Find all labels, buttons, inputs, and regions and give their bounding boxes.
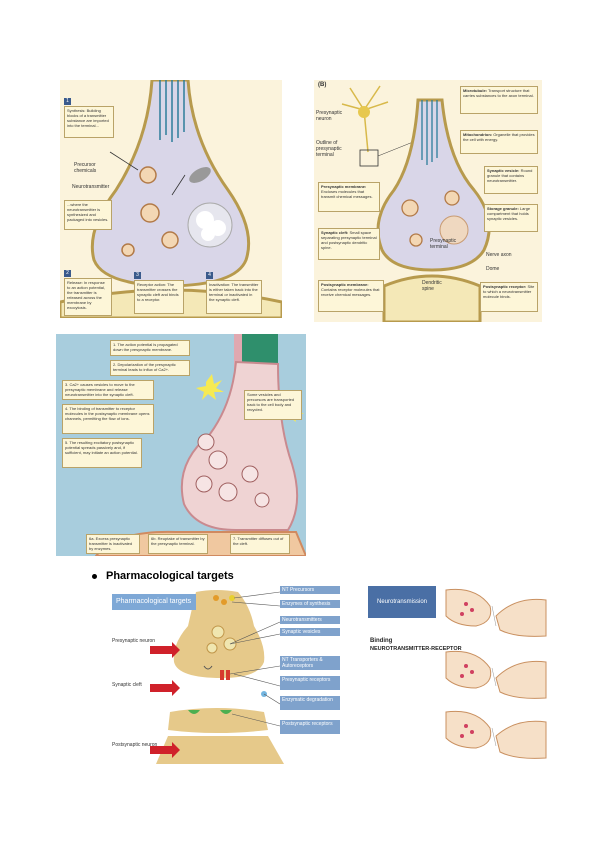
panel-letter: (B) <box>318 82 327 88</box>
target-postsynaptic-receptors: Postsynaptic receptors <box>280 720 340 734</box>
dendritic-spine-label: Dendritic spine <box>422 280 442 292</box>
inactivation-box: Inactivation: The transmitter is either … <box>206 280 262 314</box>
receptor-action-box: Receptor action: The transmitter crosses… <box>134 280 184 314</box>
targets-title: Pharmacological targets <box>112 594 196 610</box>
outline-label: Outline of presynaptic terminal <box>316 140 342 158</box>
box-text: Small space separating presynaptic termi… <box>321 230 377 250</box>
target-presynaptic-receptors: Presynaptic receptors <box>280 676 340 690</box>
postsynaptic-receptor-box: Postsynaptic receptor: Site to which a n… <box>480 282 538 312</box>
step-3-box: 3. Ca2+ causes vesicles to move to the p… <box>62 380 154 400</box>
box-text: Organelle that provides the cell with en… <box>463 132 535 142</box>
neurotransmitter-label: Neurotransmitter <box>72 184 110 190</box>
mitochondrion-box: Mitochondrion: Organelle that provides t… <box>460 130 538 154</box>
pharmacological-targets-heading: Pharmacological targets <box>92 570 234 582</box>
binding-caption-line2: NEUROTRANSMITTER-RECEPTOR <box>370 646 462 652</box>
box-text: Site to which a neurotransmitter molecul… <box>483 284 535 299</box>
step-4-box: 4. The binding of transmitter to recepto… <box>62 404 154 434</box>
binding-caption-line1: Binding <box>370 638 393 644</box>
postsynaptic-membrane-box: Postsynaptic membrane: Contains receptor… <box>318 280 384 312</box>
box-text: Contains receptor molecules that receive… <box>321 287 380 297</box>
target-enzymatic-degradation: Enzymatic degradation <box>280 696 340 710</box>
neurotransmission-header: Neurotransmission <box>368 586 436 618</box>
precursor-label: Precursor chemicals <box>74 162 97 174</box>
storage-granule-box: Storage granule: Large compartment that … <box>484 204 538 232</box>
figure-neurotransmission-binding: Neurotransmission Binding NEUROTRANSMITT… <box>368 586 548 762</box>
box-title: Microtubule: <box>463 88 487 93</box>
box-text: Encloses molecules that transmit chemica… <box>321 189 373 199</box>
box-title: Synaptic cleft: <box>321 230 349 235</box>
step-badge-4: 4 <box>206 272 213 279</box>
figure-neurotransmitter-lifecycle: 1 Synthesis: Building blocks of a transm… <box>60 80 282 318</box>
bullet-dot <box>92 573 97 579</box>
target-neurotransmitters: Neurotransmitters <box>280 616 340 624</box>
synaptic-cleft-box: Synaptic cleft: Small space separating p… <box>318 228 380 260</box>
step-7-box: 7. Transmitter diffuses out of the cleft… <box>230 534 290 554</box>
box-title: Storage granule: <box>487 206 519 211</box>
release-box: Release: In response to an action potent… <box>64 278 112 316</box>
box-title: Postsynaptic membrane: <box>321 282 369 287</box>
box-text: Large compartment that holds synaptic ve… <box>487 206 531 221</box>
binding-illustration <box>445 588 547 759</box>
step-6a-box: 6a. Excess presynaptic transmitter is in… <box>86 534 140 554</box>
figure-pharmacological-targets: Pharmacological targets NT Precursors En… <box>108 586 344 764</box>
heading-text: Pharmacological targets <box>106 570 234 582</box>
step-badge-2: 2 <box>64 270 71 277</box>
box-title: Postsynaptic receptor: <box>483 284 527 289</box>
step-6b-box: 6b. Reuptake of transmitter by the presy… <box>148 534 208 554</box>
figure-synapse-anatomy: (B) Presynaptic neuron Outline of presyn… <box>314 80 542 322</box>
box-title: Presynaptic membrane: <box>321 184 367 189</box>
targets-illustration <box>150 590 284 764</box>
recycling-box: Some vesicles and precursors are transpo… <box>244 390 302 420</box>
axon-label: Nerve axon <box>486 252 512 258</box>
dome-label: Dome <box>486 266 500 272</box>
target-synaptic-vesicles: Synaptic vesicles <box>280 628 340 636</box>
box-text: Transport structure that carries substan… <box>463 88 534 98</box>
step-badge-3: 3 <box>134 272 141 279</box>
figure-synaptic-transmission: 1. The action potential is propagated do… <box>56 334 306 556</box>
postsynaptic-neuron-label: Postsynaptic neuron <box>112 742 158 748</box>
synaptic-cleft-label: Synaptic cleft <box>112 682 142 688</box>
box-title: Synaptic vesicle: <box>487 168 520 173</box>
step-1-box: 1. The action potential is propagated do… <box>110 340 190 356</box>
step-2-box: 2. Depolarization of the presynaptic ter… <box>110 360 190 376</box>
box-title: Mitochondrion: <box>463 132 493 137</box>
microtubule-box: Microtubule: Transport structure that ca… <box>460 86 538 114</box>
target-transporters: NT Transporters & Autoreceptors <box>280 656 340 670</box>
step-badge-1: 1 <box>64 98 71 105</box>
presynaptic-neuron-label: Presynaptic neuron <box>112 638 156 644</box>
target-nt-precursors: NT Precursors <box>280 586 340 594</box>
presynaptic-neuron-label: Presynaptic neuron <box>316 110 343 122</box>
box-text: Round granule that contains neurotransmi… <box>487 168 533 183</box>
synthesis-box: Synthesis: Building blocks of a transmit… <box>64 106 114 138</box>
target-enzymes-synthesis: Enzymes of synthesis <box>280 600 340 608</box>
packaging-box: ...where the neurotransmitter is synthes… <box>64 200 112 230</box>
terminal-label: Presynaptic terminal <box>430 238 457 250</box>
step-5-box: 5. The resulting excitatory postsynaptic… <box>62 438 142 468</box>
synaptic-vesicle-box: Synaptic vesicle: Round granule that con… <box>484 166 538 194</box>
presynaptic-membrane-box: Presynaptic membrane: Encloses molecules… <box>318 182 380 212</box>
